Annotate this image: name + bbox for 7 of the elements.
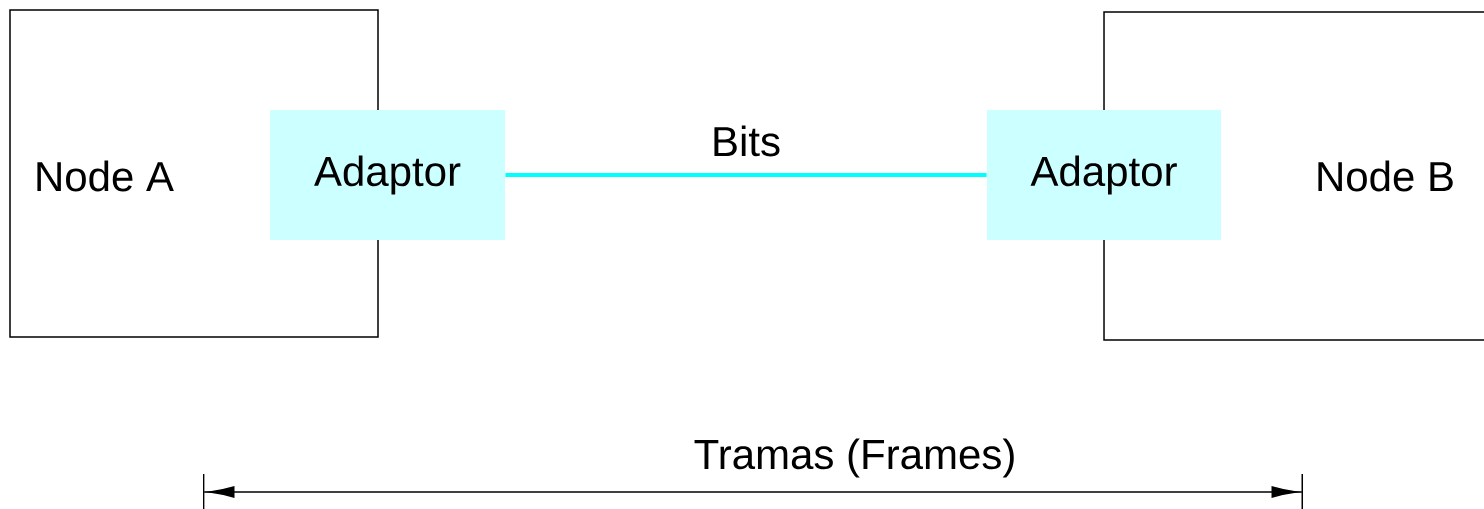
edge-label: Bits xyxy=(714,125,780,157)
node-label: Node A xyxy=(37,160,174,192)
dimension-label: Tramas (Frames) xyxy=(694,438,1014,478)
adaptor-box: Adaptor xyxy=(987,110,1221,240)
node-label: Node B xyxy=(1318,160,1453,192)
adaptor-box: Adaptor xyxy=(270,110,505,240)
connector-line xyxy=(505,173,987,177)
